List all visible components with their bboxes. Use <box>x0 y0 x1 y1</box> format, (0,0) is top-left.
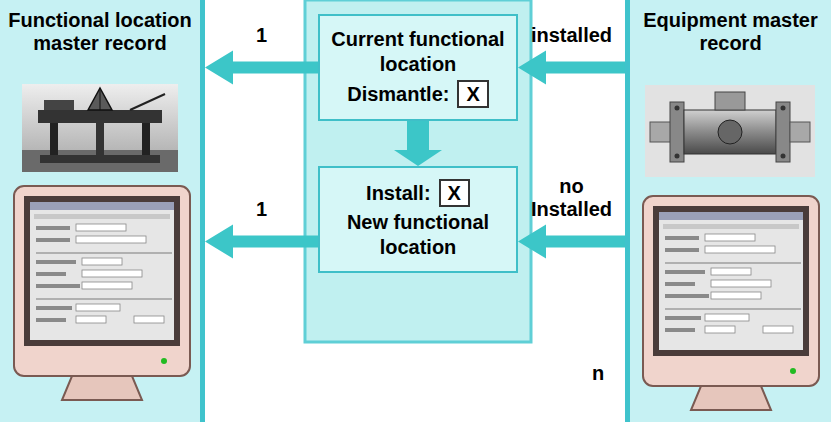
block-arrow <box>394 121 442 166</box>
center-panel <box>305 0 531 342</box>
block-arrow <box>518 51 625 85</box>
checkbox-mark: X <box>457 80 488 108</box>
multiplicity-label: n <box>592 362 604 385</box>
edge-label: installed <box>531 24 612 47</box>
oil-rig-picture <box>22 84 178 172</box>
location-box: Current functional locationDismantle: X <box>318 14 518 121</box>
block-arrow <box>205 51 318 85</box>
computer-monitor <box>14 186 190 400</box>
master-record-panel: Equipment master record <box>625 0 831 422</box>
block-arrow <box>518 225 625 259</box>
box-text: Current functional location <box>331 28 504 75</box>
computer-monitor <box>643 196 819 410</box>
block-arrow <box>205 225 318 259</box>
panel-title: Functional location master record <box>8 9 191 54</box>
box-text: Install: <box>366 182 430 204</box>
box-text: Dismantle: <box>347 83 449 105</box>
panel-title: Equipment master record <box>643 9 817 54</box>
checkbox-mark: X <box>439 179 470 207</box>
master-record-panel: Functional location master record <box>0 0 205 422</box>
edge-label: no Installed <box>522 175 622 221</box>
equipment-picture <box>645 85 815 177</box>
location-box: Install: X New functional location <box>318 166 518 273</box>
edge-label: 1 <box>256 24 267 47</box>
box-text: New functional location <box>347 211 489 258</box>
edge-label: 1 <box>256 198 267 221</box>
